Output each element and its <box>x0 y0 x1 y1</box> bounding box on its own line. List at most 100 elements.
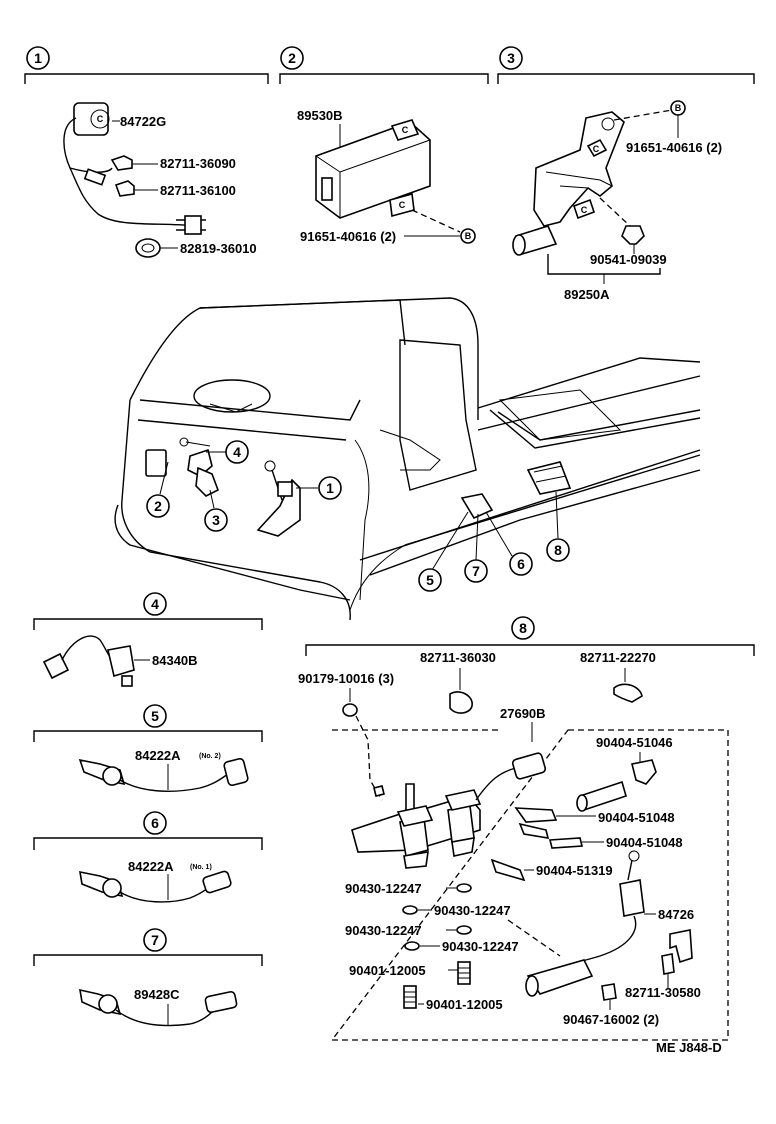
section-1-parts: C 84722G 82711-36090 82711-36100 82819-3… <box>63 102 257 258</box>
washer-icon <box>404 941 420 951</box>
section-5: 5 84222A (No. 2) <box>33 704 263 792</box>
label-84340B: 84340B <box>152 653 198 668</box>
section-8-number: 8 <box>519 620 527 636</box>
section-6-number: 6 <box>151 815 159 831</box>
label-89250A: 89250A <box>564 287 610 302</box>
section-6: 6 84222A (No. 1) <box>33 811 263 903</box>
svg-text:5: 5 <box>426 572 434 588</box>
section-3-parts: C C B 91651-40616 (2) 90541-09039 89250A <box>512 100 722 302</box>
label-91651-40616-b: 91651-40616 (2) <box>626 140 722 155</box>
label-82819-36010: 82819-36010 <box>180 241 257 256</box>
connector-icon <box>511 752 547 780</box>
fitting-90404-51048-a-icon <box>514 807 558 823</box>
section-5-number: 5 <box>151 708 159 724</box>
label-90404-51046: 90404-51046 <box>596 735 673 750</box>
washer-90179-10016-icon <box>342 703 358 717</box>
section-3-header: 3 <box>497 46 755 84</box>
vehicle-illustration <box>114 297 701 621</box>
switch-84340B-icon <box>107 645 135 678</box>
label-90430-12247-d: 90430-12247 <box>442 939 519 954</box>
washer-icon <box>402 905 418 915</box>
connector-icon <box>42 652 70 680</box>
section-7: 7 89428C <box>33 928 263 1027</box>
connector-end-icon <box>184 215 202 235</box>
grommet-82819-36010-icon <box>135 238 161 258</box>
label-82711-36100: 82711-36100 <box>160 183 236 198</box>
connector-icon <box>223 757 249 787</box>
connector-icon <box>202 870 232 894</box>
label-90430-12247-c: 90430-12247 <box>345 923 422 938</box>
label-90541-09039: 90541-09039 <box>590 252 667 267</box>
section-4: 4 84340B <box>33 592 263 687</box>
fitting-90404-51319-icon <box>490 858 526 882</box>
connector-icon <box>204 991 238 1013</box>
clamp-82711-36100-icon <box>114 180 135 197</box>
fitting-90404-51046-icon <box>631 759 657 785</box>
vehicle-valve-block-icon <box>526 461 572 495</box>
label-90401-12005-b: 90401-12005 <box>426 997 503 1012</box>
label-90404-51048-a: 90404-51048 <box>598 810 675 825</box>
svg-text:C: C <box>581 205 588 215</box>
label-89530B: 89530B <box>297 108 343 123</box>
svg-text:1: 1 <box>326 480 334 496</box>
bolt-icon <box>373 785 385 797</box>
bolt-b-marker-icon <box>460 228 476 244</box>
section-2-parts: 89530B C C B 91651-40616 (2) <box>297 108 476 244</box>
label-90404-51048-b: 90404-51048 <box>606 835 683 850</box>
label-84222A-no1-note: (No. 1) <box>190 864 212 871</box>
label-27690B: 27690B <box>500 706 546 721</box>
label-84722G: 84722G <box>120 114 166 129</box>
svg-text:8: 8 <box>554 542 562 558</box>
label-90467-16002: 90467-16002 (2) <box>563 1012 659 1027</box>
vehicle-sensors-icon <box>460 493 494 520</box>
label-90401-12005-a: 90401-12005 <box>349 963 426 978</box>
clamp-82711-36090-icon <box>110 155 133 171</box>
svg-text:B: B <box>675 103 682 113</box>
vehicle-module-icon <box>145 449 167 477</box>
label-84222A-no2: 84222A <box>135 748 181 763</box>
label-84222A-no2-note: (No. 2) <box>199 753 221 760</box>
label-91651-40616-a: 91651-40616 (2) <box>300 229 396 244</box>
label-82711-36030: 82711-36030 <box>420 650 496 665</box>
bracket-82711-30580-icon <box>669 929 693 964</box>
section-7-number: 7 <box>151 932 159 948</box>
label-89428C: 89428C <box>134 987 180 1002</box>
svg-text:C: C <box>97 114 104 124</box>
washer-icon <box>456 883 472 893</box>
section-3-number: 3 <box>507 50 515 66</box>
svg-text:7: 7 <box>472 563 480 579</box>
bracket-89250A-icon <box>533 111 625 227</box>
vehicle-callouts: 4 1 2 3 5 7 6 8 <box>146 440 570 592</box>
label-84222A-no1: 84222A <box>128 859 174 874</box>
label-82711-30580: 82711-30580 <box>625 985 701 1000</box>
label-90430-12247-b: 90430-12247 <box>434 903 511 918</box>
sensor-84726-icon <box>619 879 645 917</box>
washer-icon <box>456 925 472 935</box>
label-82711-36090: 82711-36090 <box>160 156 236 171</box>
svg-text:3: 3 <box>212 512 220 528</box>
clamp-82711-22270-icon <box>613 683 643 703</box>
svg-text:B: B <box>465 231 472 241</box>
label-90430-12247-a: 90430-12247 <box>345 881 422 896</box>
section-2-header: 2 <box>279 46 489 84</box>
svg-text:2: 2 <box>154 498 162 514</box>
label-84726: 84726 <box>658 907 694 922</box>
label-90404-51319: 90404-51319 <box>536 863 613 878</box>
svg-text:6: 6 <box>517 556 525 572</box>
fitting-90404-51048-b-icon <box>548 837 584 849</box>
section-1-number: 1 <box>34 50 42 66</box>
section-1-header: 1 <box>24 46 269 84</box>
drawing-code: ME J848-D <box>656 1040 722 1055</box>
nut-90541-09039-icon <box>621 225 645 245</box>
label-82711-22270: 82711-22270 <box>580 650 656 665</box>
label-90179-10016: 90179-10016 (3) <box>298 671 394 686</box>
connector-icon <box>83 168 107 186</box>
svg-text:C: C <box>399 200 406 210</box>
clamp-82711-36030-icon <box>449 691 473 714</box>
svg-text:C: C <box>593 144 600 154</box>
svg-text:4: 4 <box>233 444 241 460</box>
svg-text:C: C <box>402 125 409 135</box>
section-2-number: 2 <box>288 50 296 66</box>
module-connector-icon <box>321 177 333 201</box>
